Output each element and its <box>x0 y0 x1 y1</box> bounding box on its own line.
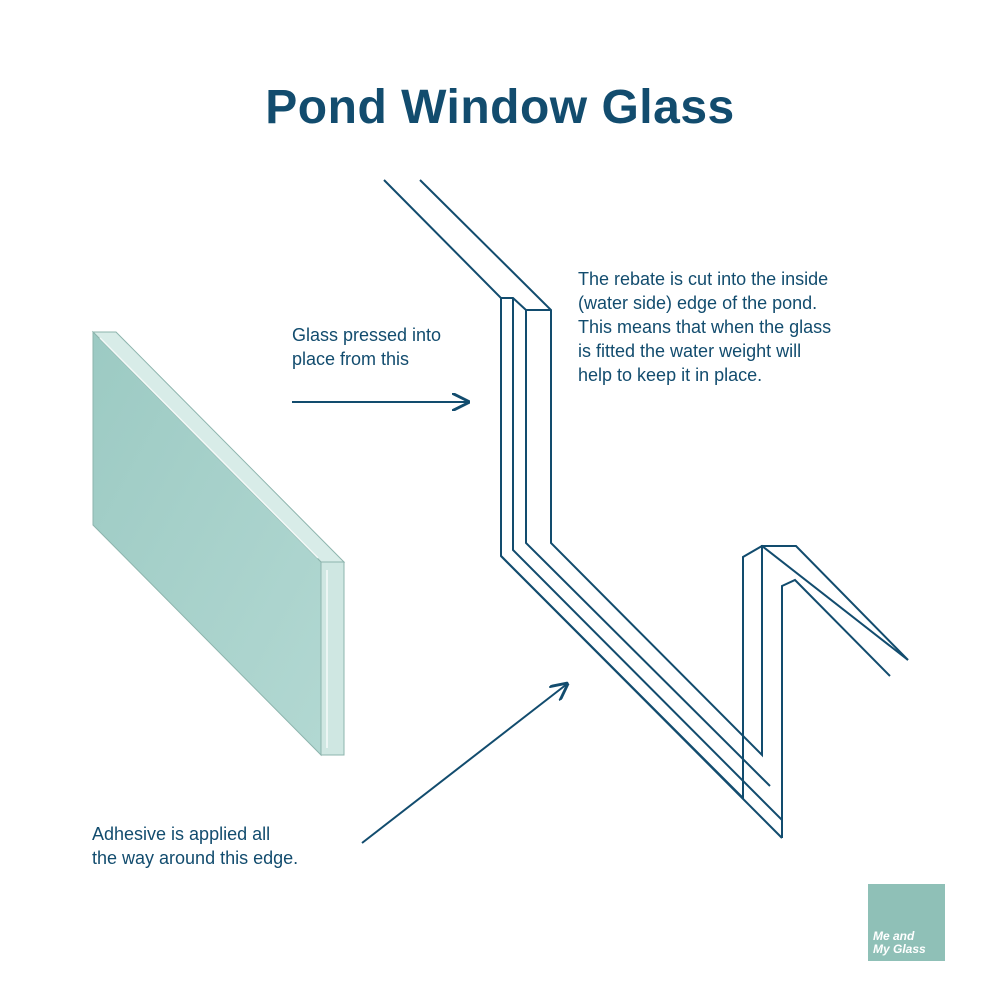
brand-logo: Me and My Glass <box>868 884 945 961</box>
annotation-pressed: Glass pressed into place from this <box>292 325 442 369</box>
glass-pane-side-edge <box>320 561 345 756</box>
glass-pane-face <box>92 330 322 757</box>
arrow-adhesive <box>361 684 567 844</box>
brand-logo-text: Me and My Glass <box>873 929 926 956</box>
wall-glass-line-c <box>501 297 551 311</box>
annotation-rebate: The rebate is cut into the inside (water… <box>578 269 832 385</box>
glass-pane <box>91 330 346 757</box>
annotation-adhesive: Adhesive is applied all the way around t… <box>92 824 299 868</box>
wall-glass-line-b <box>525 310 771 787</box>
pond-wall-profile <box>383 179 909 839</box>
page-title: Pond Window Glass <box>265 81 735 134</box>
wall-glass-line-a <box>512 298 891 823</box>
